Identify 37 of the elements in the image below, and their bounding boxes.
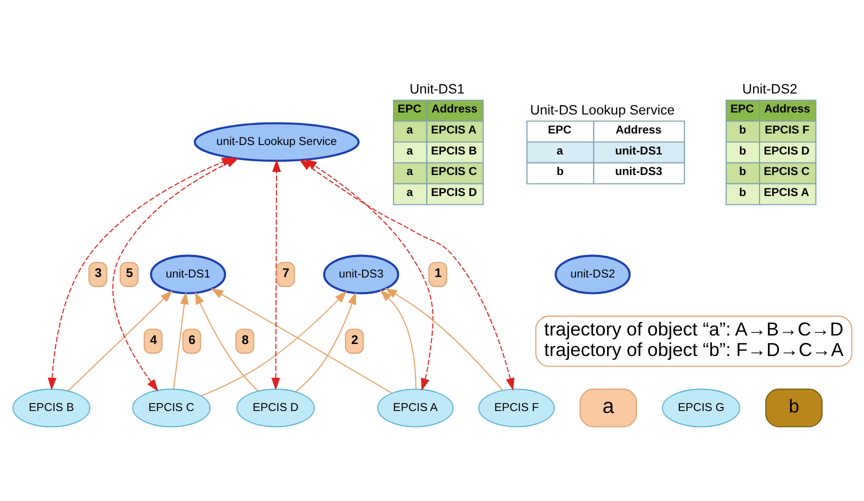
label: Address: [615, 124, 662, 136]
edge-label: 3: [94, 266, 102, 280]
edge-label: 4: [149, 332, 156, 346]
label: EPC: [397, 103, 421, 116]
label: unit-DS3: [614, 166, 662, 178]
label: a: [406, 166, 412, 178]
label: Unit-DS1: [409, 80, 464, 96]
label: EPCIS C: [763, 166, 810, 178]
label: a: [406, 124, 412, 136]
label: EPCIS D: [430, 186, 476, 199]
label: EPCIS F: [764, 124, 809, 136]
edge-label: 7: [282, 266, 289, 280]
label: b: [738, 186, 746, 199]
label: EPC: [547, 124, 571, 136]
label: EPC: [730, 103, 754, 116]
label: b: [556, 166, 564, 178]
label: a: [406, 186, 412, 199]
label: Address: [431, 103, 477, 116]
label: Unit-DS Lookup Service: [530, 102, 674, 117]
edge-label: 1: [434, 266, 442, 280]
label: b: [738, 124, 746, 136]
label: a: [406, 144, 412, 157]
edge-label: 8: [241, 332, 248, 346]
label: a: [556, 144, 563, 157]
label: EPCIS C: [430, 166, 476, 178]
label: EPCIS A: [763, 186, 809, 199]
label: b: [738, 166, 746, 178]
label: b: [738, 144, 746, 157]
label: EPCIS D: [763, 144, 810, 157]
edge-label: 6: [188, 332, 196, 346]
label: EPCIS B: [430, 144, 476, 157]
label: Unit-DS2: [742, 80, 797, 96]
label: unit-DS1: [614, 144, 662, 157]
edge-label: 2: [350, 332, 358, 346]
edge-label: 5: [125, 266, 132, 280]
label: EPCIS A: [430, 124, 476, 136]
label: Address: [764, 103, 810, 116]
